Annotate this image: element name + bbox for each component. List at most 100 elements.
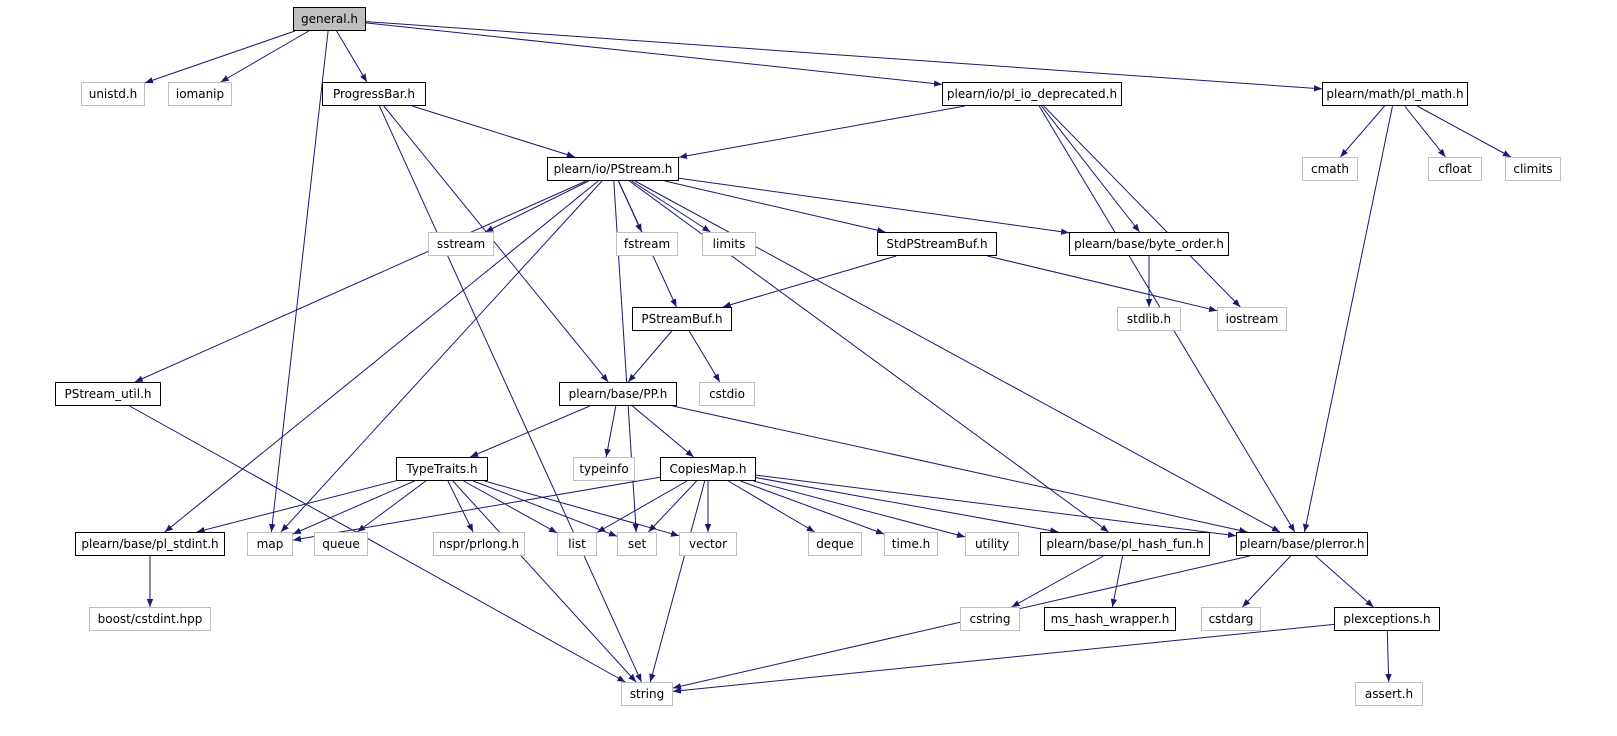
- edge-pp-to-typeinfo: [604, 405, 617, 458]
- edge-general-to-progressbar: [336, 30, 368, 83]
- edge-typetraits-to-map: [292, 480, 415, 535]
- edge-typetraits-to-list: [463, 480, 558, 534]
- node-pl-io-deprecated[interactable]: plearn/io/pl_io_deprecated.h: [942, 82, 1122, 106]
- edge-pp-to-plerror: [672, 405, 1248, 534]
- edge-pp-to-typetraits: [470, 405, 590, 458]
- edge-pl_math-to-climits: [1416, 105, 1512, 158]
- edge-pstreambuf-to-pp: [627, 330, 673, 383]
- edge-pstream-to-pl_stdint: [164, 180, 599, 533]
- node-climits: climits: [1505, 157, 1561, 181]
- edge-general-to-map: [269, 30, 329, 533]
- node-pl-math[interactable]: plearn/math/pl_math.h: [1322, 82, 1468, 106]
- edge-typetraits-to-vector: [484, 480, 680, 537]
- edge-pstream-to-fstream: [617, 180, 643, 233]
- edge-pstream-to-sstream: [485, 180, 589, 233]
- node-pstreambuf[interactable]: PStreamBuf.h: [632, 307, 732, 331]
- node-cstdio: cstdio: [699, 382, 755, 406]
- node-list: list: [557, 532, 597, 556]
- edge-progressbar-to-pstream: [412, 105, 575, 158]
- node-pl-hash-fun[interactable]: plearn/base/pl_hash_fun.h: [1040, 532, 1210, 556]
- edge-pstream_util-to-string: [129, 405, 626, 683]
- edge-plerror-to-cstdarg: [1242, 555, 1291, 608]
- node-deque: deque: [808, 532, 862, 556]
- edge-pstream-to-pstream_util: [134, 180, 587, 383]
- edge-pstream-to-limits: [631, 180, 711, 233]
- node-utility: utility: [965, 532, 1019, 556]
- node-typeinfo: typeinfo: [573, 457, 635, 481]
- edge-typetraits-to-set: [473, 480, 618, 537]
- edge-pstream-to-byte_order: [678, 177, 1070, 235]
- edge-pstream-to-map: [280, 180, 603, 533]
- node-map: map: [247, 532, 293, 556]
- edge-general-to-pl_math: [365, 21, 1323, 92]
- node-typetraits[interactable]: TypeTraits.h: [396, 457, 488, 481]
- edge-copiesmap-to-map: [292, 476, 661, 542]
- edge-copiesmap-to-deque: [728, 480, 815, 533]
- edge-pl_math-to-plerror: [1302, 105, 1393, 533]
- edge-stdpstreambuf-to-pstreambuf: [722, 255, 897, 308]
- edge-copiesmap-to-plerror: [755, 474, 1237, 538]
- node-pstream[interactable]: plearn/io/PStream.h: [547, 157, 679, 181]
- node-fstream: fstream: [616, 232, 678, 256]
- edge-copiesmap-to-utility: [753, 480, 966, 538]
- edge-plexceptions-to-asserth: [1385, 630, 1392, 683]
- node-general: general.h: [293, 7, 366, 31]
- edge-stdpstreambuf-to-iostream: [987, 255, 1218, 312]
- edge-pp-to-copiesmap: [632, 405, 694, 458]
- node-cstdarg: cstdarg: [1201, 607, 1261, 631]
- edge-general-to-unistd: [144, 30, 296, 84]
- node-cstdint: boost/cstdint.hpp: [89, 607, 211, 631]
- edge-pl_io_deprecated-to-byte_order: [1041, 105, 1140, 233]
- node-stdlib: stdlib.h: [1117, 307, 1181, 331]
- node-set: set: [617, 532, 657, 556]
- edge-pl_math-to-cfloat: [1404, 105, 1446, 158]
- node-timeh: time.h: [884, 532, 938, 556]
- node-sstream: sstream: [428, 232, 494, 256]
- node-asserth: assert.h: [1355, 682, 1423, 706]
- edge-pstream-to-stdpstreambuf: [664, 180, 886, 234]
- node-vector: vector: [679, 532, 737, 556]
- edge-general-to-iomanip: [220, 30, 310, 83]
- edge-plexceptions-to-string: [672, 623, 1335, 694]
- node-pl-stdint[interactable]: plearn/base/pl_stdint.h: [75, 532, 225, 556]
- node-unistd: unistd.h: [81, 82, 145, 106]
- edge-typetraits-to-string: [452, 480, 637, 683]
- edge-plerror-to-plexceptions: [1315, 555, 1374, 608]
- node-queue: queue: [314, 532, 368, 556]
- node-copiesmap[interactable]: CopiesMap.h: [660, 457, 756, 481]
- node-pstream-util[interactable]: PStream_util.h: [55, 382, 161, 406]
- edge-pl_io_deprecated-to-pstream: [678, 105, 966, 159]
- node-prlong: nspr/prlong.h: [433, 532, 525, 556]
- node-string: string: [621, 682, 673, 706]
- node-pp[interactable]: plearn/base/PP.h: [559, 382, 677, 406]
- node-iomanip: iomanip: [168, 82, 232, 106]
- node-plerror[interactable]: plearn/base/plerror.h: [1236, 532, 1368, 556]
- node-progressbar[interactable]: ProgressBar.h: [322, 82, 426, 106]
- edge-pl_math-to-cmath: [1340, 105, 1385, 158]
- node-cmath: cmath: [1302, 157, 1358, 181]
- node-iostream: iostream: [1217, 307, 1287, 331]
- node-cfloat: cfloat: [1428, 157, 1482, 181]
- edge-pstreambuf-to-cstdio: [688, 330, 721, 383]
- edge-copiesmap-to-set: [648, 480, 697, 533]
- node-limits: limits: [702, 232, 756, 256]
- edge-pl_hash_fun-to-ms_hash_wrapper: [1110, 555, 1124, 608]
- edge-progressbar-to-string: [379, 105, 642, 683]
- edge-copiesmap-to-pl_hash_fun: [755, 477, 1059, 534]
- edge-general-to-pl_io_deprecated: [365, 22, 943, 87]
- edge-copiesmap-to-timeh: [740, 480, 885, 535]
- edge-copiesmap-to-list: [596, 480, 688, 533]
- edge-typetraits-to-pl_stdint: [196, 480, 397, 534]
- node-ms-hash-wrapper[interactable]: ms_hash_wrapper.h: [1044, 607, 1176, 631]
- edge-typetraits-to-prlong: [447, 480, 474, 533]
- edge-copiesmap-to-string: [649, 480, 706, 683]
- edge-pl_hash_fun-to-cstring: [1011, 555, 1104, 608]
- edge-pl_io_deprecated-to-iostream: [1043, 105, 1241, 308]
- node-byte-order[interactable]: plearn/base/byte_order.h: [1069, 232, 1229, 256]
- node-cstring: cstring: [960, 607, 1020, 631]
- node-plexceptions[interactable]: plexceptions.h: [1334, 607, 1440, 631]
- node-stdpstreambuf[interactable]: StdPStreamBuf.h: [877, 232, 997, 256]
- edge-typetraits-to-queue: [356, 480, 427, 533]
- edge-progressbar-to-pp: [383, 105, 609, 383]
